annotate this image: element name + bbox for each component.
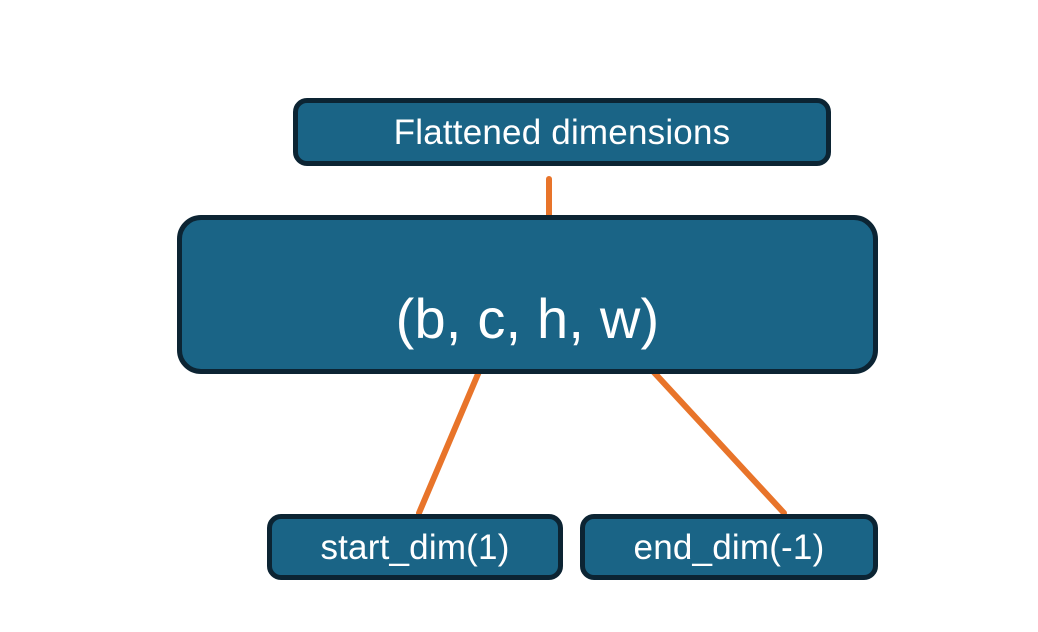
start-dim-box[interactable]: start_dim(1) — [267, 514, 563, 580]
tensor-shape-label: (b, c, h, w) — [395, 287, 660, 350]
tensor-shape-box[interactable]: (b, c, h, w) — [177, 215, 878, 374]
end-dim-box[interactable]: end_dim(-1) — [580, 514, 878, 580]
flattened-dimensions-box[interactable]: Flattened dimensions — [293, 98, 831, 166]
flattened-dimensions-label: Flattened dimensions — [393, 112, 731, 152]
end-dim-label: end_dim(-1) — [633, 527, 825, 567]
start-dim-label: start_dim(1) — [320, 527, 510, 567]
